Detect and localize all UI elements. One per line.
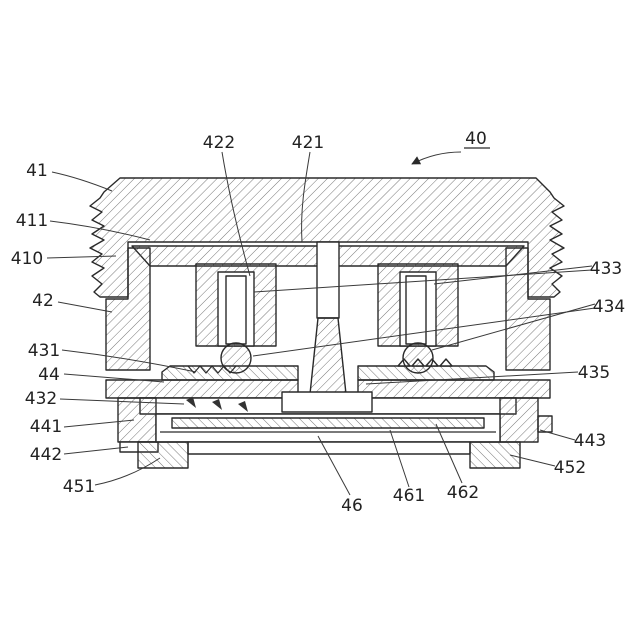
leader-41 — [51, 171, 113, 192]
ref-label-443: 443 — [574, 431, 606, 451]
ball-left-434 — [220, 342, 252, 374]
ref-label-462: 462 — [447, 483, 479, 503]
ref-label-461: 461 — [393, 486, 425, 506]
leader-462 — [435, 423, 463, 484]
leader-431 — [61, 349, 197, 373]
leader-410 — [46, 255, 117, 259]
leader-432 — [59, 398, 185, 405]
leader-433-left — [253, 269, 593, 293]
leader-442 — [63, 446, 129, 455]
ref-label-442: 442 — [30, 445, 62, 465]
leader-44 — [63, 373, 165, 383]
contact-plate-right-435 — [357, 365, 495, 381]
ref-label-433: 433 — [590, 259, 622, 279]
inner-layer-462 — [171, 417, 485, 429]
ball-right-434 — [402, 342, 434, 374]
ref-label-42: 42 — [32, 291, 54, 311]
leader-46 — [317, 435, 351, 496]
leader-461 — [389, 429, 410, 488]
foot-left-451 — [137, 441, 189, 469]
leader-443 — [539, 429, 576, 441]
ref-label-435: 435 — [578, 363, 610, 383]
leader-411 — [49, 220, 151, 241]
ref-label-441: 441 — [30, 417, 62, 437]
pin-left-433 — [225, 275, 247, 345]
ref-label-46: 46 — [341, 496, 363, 516]
body-right-wall-42 — [505, 247, 551, 371]
spring-marks-432 — [186, 397, 248, 412]
floor-left — [105, 379, 299, 399]
ref-label-431: 431 — [28, 341, 60, 361]
ref-label-40: 40 — [465, 129, 487, 149]
ref-label-421: 421 — [292, 133, 324, 153]
leader-452 — [509, 454, 556, 467]
foot-right-452 — [469, 441, 521, 469]
leader-434-left — [252, 307, 596, 357]
stem-flange — [281, 391, 373, 413]
base-band — [187, 441, 471, 455]
leader-435 — [365, 371, 579, 385]
ref-label-434: 434 — [593, 297, 625, 317]
body-left-wall-42 — [105, 247, 151, 371]
ref-label-41: 41 — [26, 161, 48, 181]
ref-label-410: 410 — [11, 249, 43, 269]
figure-arrow-40 — [411, 151, 462, 165]
leader-441 — [63, 419, 135, 428]
leader-451 — [94, 457, 161, 486]
leader-422 — [221, 151, 251, 277]
ref-label-452: 452 — [554, 458, 586, 478]
ref-label-411: 411 — [16, 211, 48, 231]
leader-42 — [57, 301, 113, 313]
center-stem — [309, 317, 347, 395]
ref-label-44: 44 — [38, 365, 60, 385]
center-channel-421 — [316, 241, 340, 319]
side-tab-443 — [537, 415, 553, 433]
leader-421 — [301, 151, 311, 243]
lower-housing-right-443 — [499, 397, 539, 443]
ref-label-422: 422 — [203, 133, 235, 153]
lower-housing-left-441 — [117, 397, 157, 443]
ref-label-451: 451 — [63, 477, 95, 497]
ref-label-432: 432 — [25, 389, 57, 409]
